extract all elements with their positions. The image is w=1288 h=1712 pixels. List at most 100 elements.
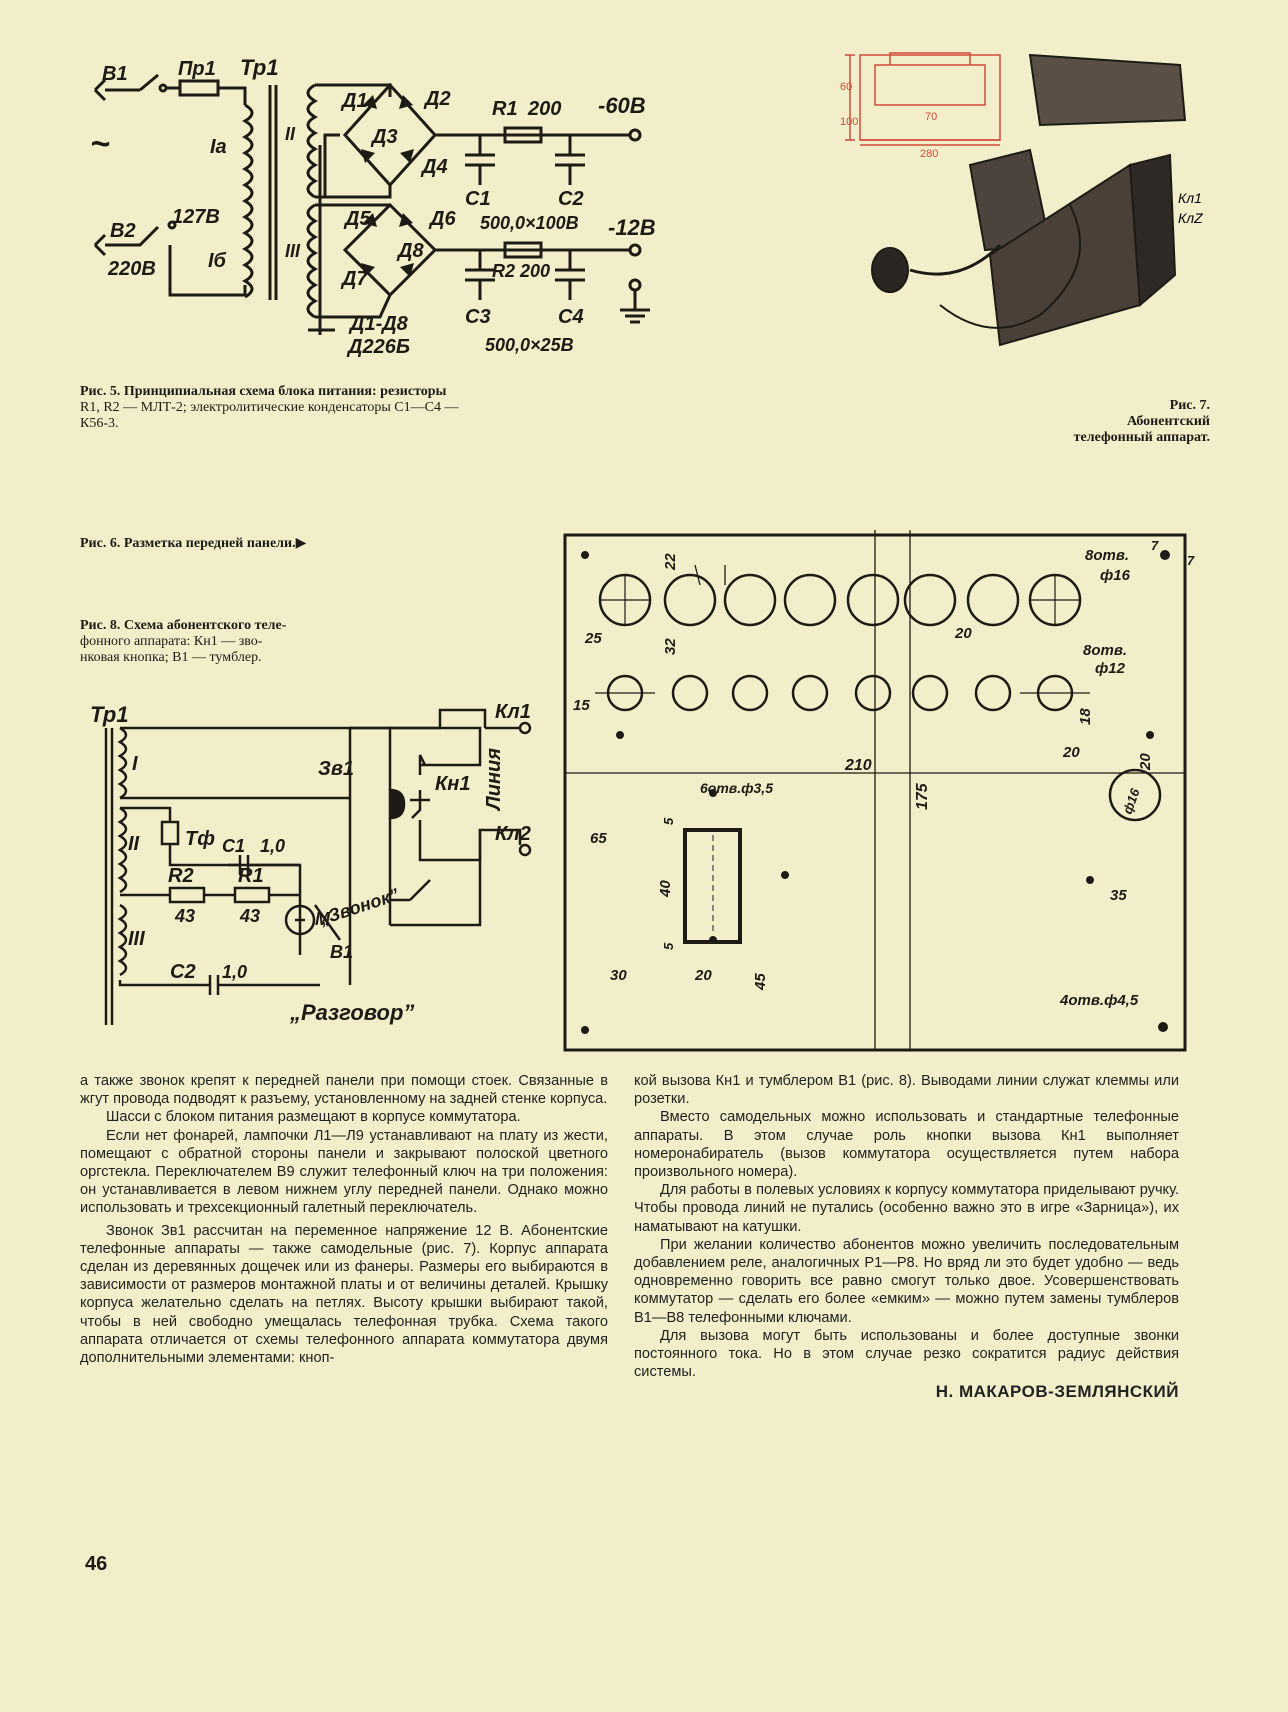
fig5-label-r2: R2 xyxy=(492,261,515,281)
fig8-label-c1-value: 1,0 xyxy=(260,836,285,856)
fig6-panel-drawing: 210 175 22 25 32 15 20 18 20 20 65 40 5 … xyxy=(563,530,1195,1052)
fig5-label-b2: В2 xyxy=(110,220,136,242)
fig7-dim-70: 70 xyxy=(925,111,937,123)
fig6-caption: Рис. 6. Разметка передней панели.▶ xyxy=(80,536,306,552)
arrow-right-icon: ▶ xyxy=(295,536,307,551)
paragraph: Вместо самодельных можно использовать и … xyxy=(634,1109,1179,1181)
fig6-label-big16: ф16 xyxy=(1120,786,1143,816)
fig8-caption-line: фонного аппарата: Кн1 — зво- xyxy=(80,634,263,649)
fig8-label-kn1: Кн1 xyxy=(435,773,471,795)
paragraph: Звонок Зв1 рассчитан на переменное напря… xyxy=(80,1222,608,1367)
fig6-dim-7a: 7 xyxy=(1151,538,1159,553)
fig5-label-out60: -60В xyxy=(598,93,646,118)
paragraph: Для вызова могут быть использованы и бол… xyxy=(634,1327,1179,1381)
fig6-label-h16: 8отв. xyxy=(1085,547,1129,564)
fig5-label-d6: Д6 xyxy=(428,208,456,230)
fig6-label-h35: 6отв.ф3,5 xyxy=(700,780,773,796)
article-text-right: кой вызова Кн1 и тумблером В1 (рис. 8). … xyxy=(634,1072,1179,1402)
fig6-dim-30: 30 xyxy=(610,967,627,984)
article-text-left: а также звонок крепят к передней панели … xyxy=(80,1072,608,1367)
paragraph: Если нет фонарей, лампочки Л1—Л9 устанав… xyxy=(80,1127,608,1217)
fig7-label-kl2: КлZ xyxy=(1178,210,1203,226)
paragraph: Шасси с блоком питания размещают в корпу… xyxy=(106,1109,521,1126)
fig5-label-b1: В1 xyxy=(102,63,128,85)
fig6-label-h45: 4отв.ф4,5 xyxy=(1059,992,1139,1009)
fig5-caption: Рис. 5. Принципиальная схема блока питан… xyxy=(80,384,625,432)
fig5-caption-line: Рис. 5. Принципиальная схема блока питан… xyxy=(80,384,447,399)
fig5-label-d8: Д8 xyxy=(396,240,424,262)
fig5-label-pr1: Пр1 xyxy=(178,58,216,80)
fig5-label-d7: Д7 xyxy=(340,268,368,290)
fig7-dim-280: 280 xyxy=(920,148,938,160)
fig6-dim-65: 65 xyxy=(590,830,607,847)
fig5-label-d2: Д2 xyxy=(423,88,451,110)
fig6-holes-16 xyxy=(598,573,1082,627)
fig7-caption-line: Абонентский xyxy=(1126,414,1210,429)
fig6-label-h16-diameter: ф16 xyxy=(1100,567,1131,584)
fig6-label-h12-diameter: ф12 xyxy=(1095,660,1126,677)
fig8-label-tf: Тф xyxy=(185,828,215,850)
fig6-dim-18: 18 xyxy=(1077,708,1094,725)
fig5-label-c3: С3 xyxy=(465,306,491,328)
fig5-label-d4: Д4 xyxy=(420,156,448,178)
fig8-label-m: М xyxy=(315,909,331,929)
fig5-label-out12: -12В xyxy=(608,215,656,240)
fig7-telephone-drawing: 60 100 70 280 Кл1 КлZ xyxy=(840,52,1203,347)
fig6-dim-175: 175 xyxy=(914,782,931,810)
fig7-caption-line: телефонный аппарат. xyxy=(1073,430,1210,445)
fig5-label-c1: С1 xyxy=(465,188,491,210)
fig6-dim-45: 45 xyxy=(752,973,769,991)
fig6-dim-210: 210 xyxy=(844,757,872,774)
fig6-dim-5a: 5 xyxy=(661,817,676,825)
paragraph: кой вызова Кн1 и тумблером В1 (рис. 8). … xyxy=(634,1073,1179,1108)
fig6-holes-12 xyxy=(606,674,1074,712)
fig8-label-b1: В1 xyxy=(330,942,353,962)
fig5-schematic: В1 Пр1 Тр1 ~ Iа В2 127В 220В Iб II III Д… xyxy=(90,55,656,358)
fig8-caption-line: нковая кнопка; В1 — тумблер. xyxy=(80,650,262,665)
fig6-dim-22: 22 xyxy=(662,553,679,571)
fig8-label-r2: R2 xyxy=(168,865,194,887)
paragraph: Для работы в полевых условиях к корпусу … xyxy=(634,1182,1179,1235)
fig6-dim-15: 15 xyxy=(573,697,590,714)
fig8-caption-line: Рис. 8. Схема абонентского теле- xyxy=(80,618,287,633)
fig6-dim-32: 32 xyxy=(662,638,679,655)
fig8-label-tr1: Тр1 xyxy=(90,702,129,727)
fig6-dim-20a: 20 xyxy=(954,625,972,642)
fig8-label-razgovor: „Разговор” xyxy=(289,1000,414,1025)
fig5-label-cap-bot: 500,0×25В xyxy=(485,335,574,355)
fig8-label-r1: R1 xyxy=(238,865,264,887)
fig5-label-r2-value: 200 xyxy=(519,261,550,281)
fig8-label-w1: I xyxy=(132,753,138,775)
fig5-label-ia: Iа xyxy=(210,136,227,158)
fig5-label-d1: Д1 xyxy=(340,90,368,112)
fig5-label-cap-top: 500,0×100В xyxy=(480,213,579,233)
page-number: 46 xyxy=(85,1553,108,1575)
fig8-label-c2: С2 xyxy=(170,961,196,983)
fig7-caption-line: Рис. 7. xyxy=(1169,398,1210,413)
fig5-label-127v: 127В xyxy=(172,206,220,228)
fig5-label-diode-type: Д226Б xyxy=(346,336,410,358)
fig8-label-kl2: Кл2 xyxy=(495,823,531,845)
fig5-label-d3: Д3 xyxy=(370,126,398,148)
fig6-label-h12: 8отв. xyxy=(1083,642,1127,659)
fig6-caption-text: Рис. 6. Разметка передней панели. xyxy=(80,536,296,551)
fig5-label-c2: С2 xyxy=(558,188,584,210)
fig5-caption-line: К56-3. xyxy=(80,416,119,431)
fig8-label-r2-value: 43 xyxy=(174,906,195,926)
fig5-label-r1-value: 200 xyxy=(527,98,561,120)
fig8-label-w3: III xyxy=(128,928,145,950)
fig6-dim-20b: 20 xyxy=(1062,744,1080,761)
fig6-dim-5b: 5 xyxy=(661,942,676,950)
fig6-dim-35: 35 xyxy=(1110,887,1127,904)
fig6-dim-7b: 7 xyxy=(1187,553,1195,568)
fig5-label-w2: II xyxy=(285,124,296,144)
fig7-dim-100: 100 xyxy=(840,116,858,128)
fig5-label-w3: III xyxy=(285,241,301,261)
fig8-label-line: Линия xyxy=(483,748,505,812)
fig8-label-c1: С1 xyxy=(222,836,245,856)
fig8-label-zv1: Зв1 xyxy=(318,758,354,780)
fig5-label-c4: С4 xyxy=(558,306,584,328)
fig5-caption-line: R1, R2 — МЛТ-2; электролитические конден… xyxy=(80,400,459,415)
fig8-caption: Рис. 8. Схема абонентского теле- фонного… xyxy=(80,618,400,666)
fig8-schematic: Тр1 I Тф С1 1,0 II R2 R1 43 43 III С2 1,… xyxy=(90,701,532,1025)
